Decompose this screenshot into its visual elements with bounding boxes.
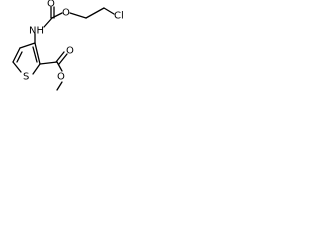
- bond-carbamate-c-nh: [43, 17, 53, 28]
- bond-ring-s-c2: [32, 63, 41, 75]
- bond-ring-c2-c3: [34, 42, 41, 65]
- bond-ring-c3-c4: [19, 42, 36, 49]
- bond-ch2-ch2: [85, 7, 105, 19]
- bond-ring-c5-s: [12, 61, 22, 73]
- bond-ester-c-o-double-1: [55, 51, 65, 63]
- atom-label-cl: Cl: [114, 11, 124, 22]
- atom-label-sulfur: S: [23, 72, 29, 83]
- bond-ester-c-o-single: [56, 61, 63, 72]
- bond-ch2-cl: [103, 7, 115, 15]
- atom-label-nh: NH: [29, 26, 44, 37]
- bond-o-ch2: [69, 12, 87, 19]
- atom-label-ether-oxygen-top: O: [62, 8, 70, 19]
- bond-ring-c4-c5: [12, 47, 21, 63]
- atom-label-ester-oxygen-bottom: O: [57, 72, 65, 83]
- bond-c2-ester-c: [39, 61, 58, 65]
- bond-ester-c-o-double-2: [58, 53, 68, 65]
- atom-label-carbonyl-oxygen-bottom: O: [66, 46, 74, 57]
- atom-label-layer: Cl O O NH S O O: [23, 0, 124, 83]
- atom-label-carbonyl-oxygen-top: O: [47, 0, 55, 10]
- chemical-structure: Cl O O NH S O O: [12, 0, 124, 91]
- bond-ring-c4-c5-inner: [16, 51, 23, 63]
- bond-o-methyl: [56, 81, 63, 91]
- bond-layer: [12, 6, 115, 91]
- bond-ring-c2-c3-inner: [32, 46, 38, 63]
